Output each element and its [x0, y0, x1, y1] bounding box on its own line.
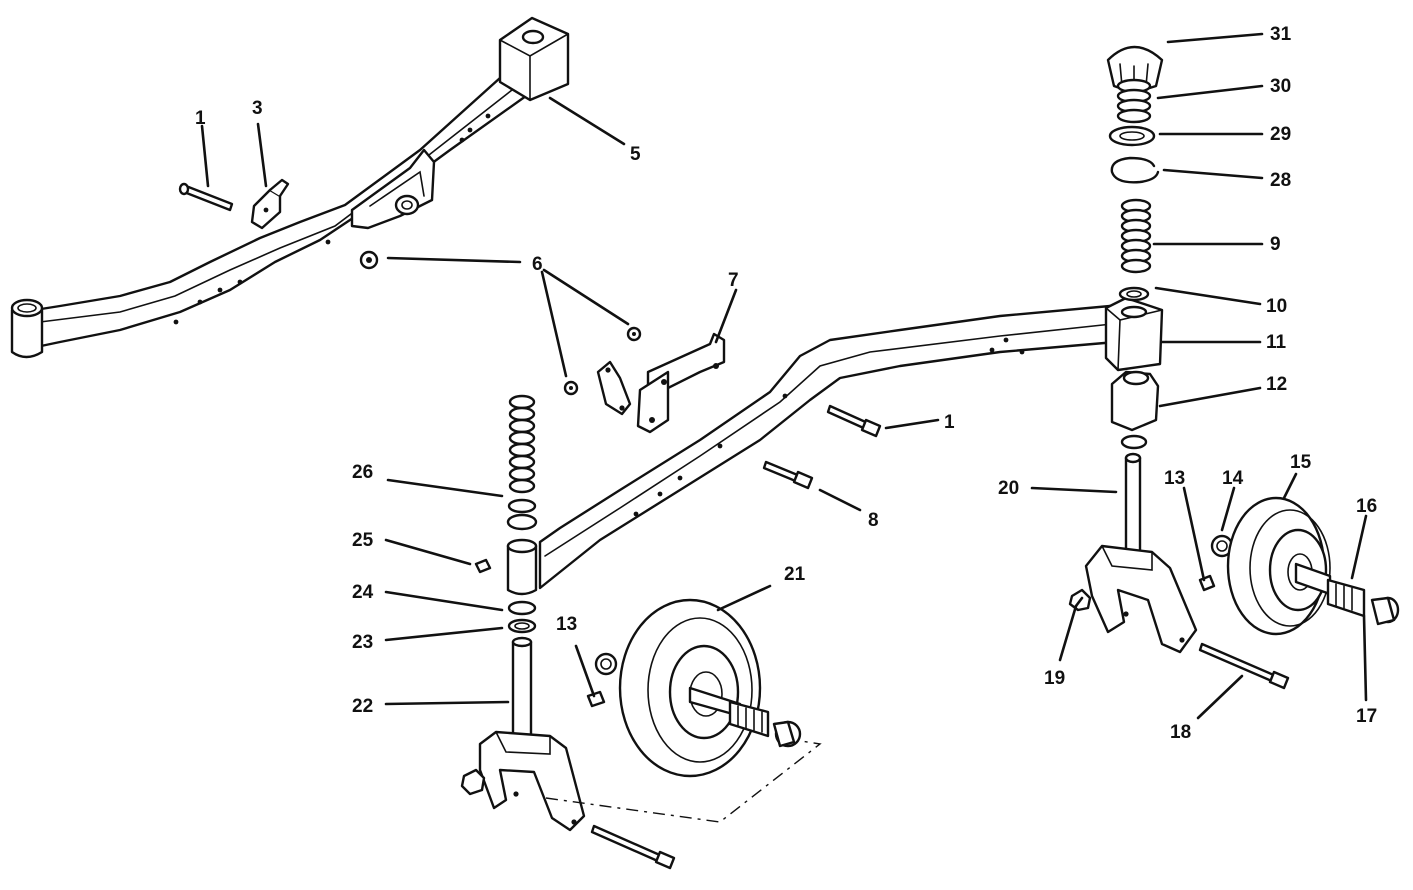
grease-fitting-left-wheel: [586, 690, 606, 708]
spring-cap: [1116, 78, 1152, 124]
caster-housing-right: [1104, 296, 1164, 372]
callout-9: 9: [1270, 234, 1281, 255]
callouts: 1 3 5 6 7 1 8 26 25 24 23 22 13 21 31 30…: [195, 24, 1377, 743]
bushing-left: [594, 652, 618, 676]
callout-16: 16: [1356, 496, 1377, 517]
callout-18: 18: [1170, 722, 1191, 743]
callout-6: 6: [532, 254, 543, 275]
spring-stack-left: [506, 394, 538, 531]
lower-frame-arm: [538, 304, 1118, 590]
axle-spacer-right: [1294, 562, 1400, 626]
caster-housing-upper: [498, 16, 570, 102]
bolt-mid-8: [762, 460, 814, 490]
callout-28: 28: [1270, 170, 1291, 191]
callout-23: 23: [352, 632, 373, 653]
fork-bolt-right: [1198, 642, 1290, 690]
washer-10: [1118, 286, 1150, 302]
leader-lines: [200, 32, 1368, 720]
callout-14: 14: [1222, 468, 1244, 489]
callout-29: 29: [1270, 124, 1291, 145]
callout-25: 25: [352, 530, 374, 551]
axle-spacer-left: [688, 686, 802, 748]
mount-plate-rear: [636, 332, 726, 434]
nut-upper: [359, 250, 379, 270]
fork-left: [478, 730, 586, 832]
nut-mid-a: [626, 326, 642, 342]
callout-24: 24: [352, 582, 374, 603]
axle-line-left: [545, 737, 822, 823]
washer-stack-left: [507, 600, 537, 634]
spindle-right: [1124, 452, 1142, 562]
bolt-upper-left: [178, 182, 234, 212]
callout-30: 30: [1270, 76, 1291, 97]
callout-20: 20: [998, 478, 1019, 499]
callout-19: 19: [1044, 668, 1065, 689]
callout-31: 31: [1270, 24, 1292, 45]
callout-26: 26: [352, 462, 373, 483]
caster-housing-lower-left: [506, 538, 538, 596]
callout-1-lower: 1: [944, 412, 955, 433]
grease-fitting-left: [474, 558, 492, 574]
nut-mid-b: [563, 380, 579, 396]
mount-plate-front: [596, 360, 632, 416]
wheel-right: [1226, 496, 1331, 636]
grease-fitting-right: [1198, 574, 1216, 592]
fork-bolt-left: [590, 824, 676, 870]
frame-bracket: [350, 148, 436, 230]
callout-13-right: 13: [1164, 468, 1185, 489]
callout-22: 22: [352, 696, 373, 717]
callout-3: 3: [252, 98, 263, 119]
callout-17: 17: [1356, 706, 1377, 727]
callout-5: 5: [630, 144, 641, 165]
callout-8: 8: [868, 510, 879, 531]
pivot-tube: [10, 298, 44, 359]
callout-7: 7: [728, 270, 739, 291]
fork-right: [1084, 544, 1198, 654]
callout-11: 11: [1266, 332, 1287, 353]
callout-21: 21: [784, 564, 806, 585]
callout-12: 12: [1266, 374, 1287, 395]
callout-1-upper: 1: [195, 108, 206, 129]
callout-13-left: 13: [556, 614, 577, 635]
clip-upper-left: [250, 178, 290, 230]
fork-nut-left: [460, 768, 486, 796]
spindle-left: [511, 636, 533, 744]
bearing-12: [1110, 370, 1160, 450]
spring-stack-right: [1120, 198, 1152, 274]
callout-10: 10: [1266, 296, 1287, 317]
washer-29: [1108, 125, 1156, 147]
callout-15: 15: [1290, 452, 1312, 473]
retaining-ring-28: [1110, 156, 1160, 184]
bolt-mid-1: [826, 404, 882, 438]
